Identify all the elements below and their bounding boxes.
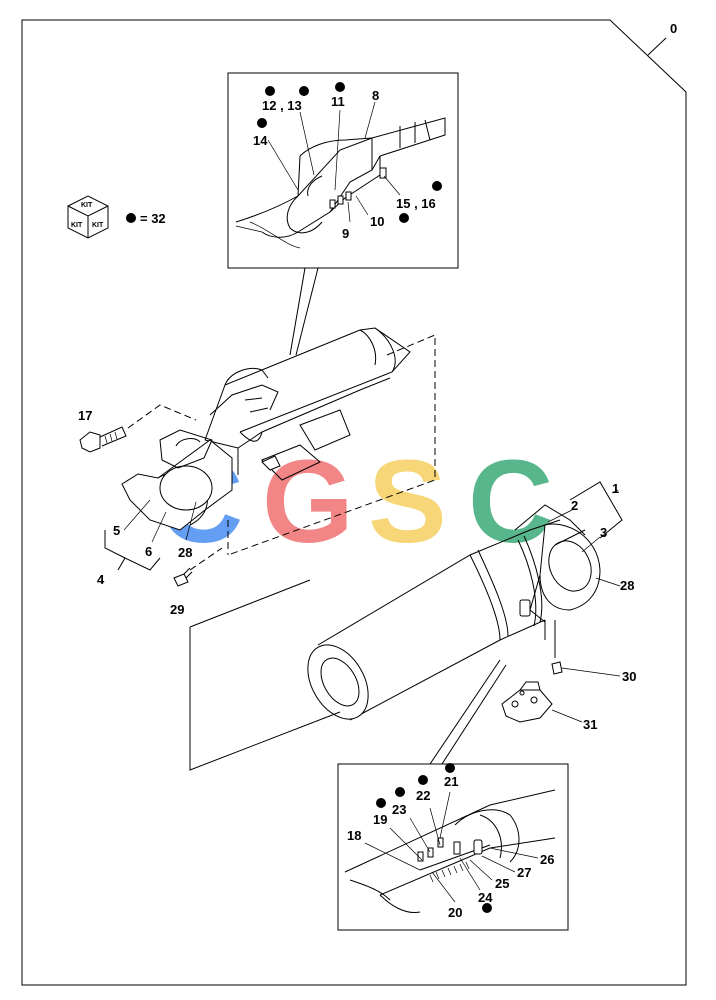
fitting-30 bbox=[551, 661, 621, 677]
callout-14: 14 bbox=[253, 133, 268, 148]
kit-box-icon: KIT KIT KIT bbox=[67, 195, 109, 239]
callout-28-tube: 28 bbox=[620, 578, 634, 593]
callout-3: 3 bbox=[600, 525, 607, 540]
callout-19: 19 bbox=[373, 812, 387, 827]
kit-legend: KIT KIT KIT = 32 bbox=[67, 195, 166, 239]
callout-1: 1 bbox=[612, 481, 619, 496]
callout-4: 4 bbox=[97, 572, 105, 587]
callout-17: 17 bbox=[78, 408, 92, 423]
inset-bottom-pointer bbox=[429, 659, 507, 765]
callout-8: 8 bbox=[372, 88, 379, 103]
svg-text:KIT: KIT bbox=[71, 222, 83, 229]
callout-30: 30 bbox=[622, 669, 636, 684]
callout-21: 21 bbox=[444, 774, 458, 789]
cylinder-tube bbox=[307, 504, 601, 721]
watermark-letter-c2: C bbox=[468, 436, 553, 568]
callout-28-rod: 28 bbox=[178, 545, 192, 560]
callout-10: 10 bbox=[370, 214, 384, 229]
tube-projection-frame bbox=[189, 579, 341, 771]
kit-bullet-icon bbox=[126, 213, 136, 223]
callout-15-16: 15 , 16 bbox=[396, 196, 436, 211]
callout-24: 24 bbox=[478, 890, 493, 905]
callout-6: 6 bbox=[145, 544, 152, 559]
detail-inset-top: 12 , 13 11 8 14 15 , 16 10 9 bbox=[227, 72, 459, 269]
callout-11: 11 bbox=[331, 94, 345, 109]
page-tag: 0 bbox=[670, 21, 677, 36]
rod-projection-frame bbox=[227, 334, 436, 556]
callout-22: 22 bbox=[416, 788, 430, 803]
callout-29: 29 bbox=[170, 602, 184, 617]
callout-25: 25 bbox=[495, 876, 509, 891]
detail-inset-bottom: 21 22 23 19 18 26 27 25 24 20 bbox=[337, 763, 569, 931]
sheet-border bbox=[21, 19, 687, 986]
inset-top-pointer bbox=[289, 267, 319, 356]
callout-20: 20 bbox=[448, 905, 462, 920]
svg-text:KIT: KIT bbox=[92, 222, 104, 229]
callout-18: 18 bbox=[347, 828, 361, 843]
callout-26: 26 bbox=[540, 852, 554, 867]
callout-2: 2 bbox=[571, 498, 578, 513]
callout-27: 27 bbox=[517, 865, 531, 880]
rod-assembly bbox=[79, 327, 411, 531]
svg-text:KIT: KIT bbox=[81, 202, 93, 209]
callout-31: 31 bbox=[583, 717, 597, 732]
grease-fitting-29 bbox=[173, 547, 223, 587]
kit-legend-label: = 32 bbox=[140, 211, 166, 226]
callout-5: 5 bbox=[113, 523, 120, 538]
callout-9: 9 bbox=[342, 226, 349, 241]
callout-23: 23 bbox=[392, 802, 406, 817]
watermark-letter-g: G bbox=[262, 436, 354, 568]
callout-12-13: 12 , 13 bbox=[262, 98, 302, 113]
watermark-letter-s: S bbox=[368, 436, 447, 568]
flange-31 bbox=[501, 681, 583, 723]
